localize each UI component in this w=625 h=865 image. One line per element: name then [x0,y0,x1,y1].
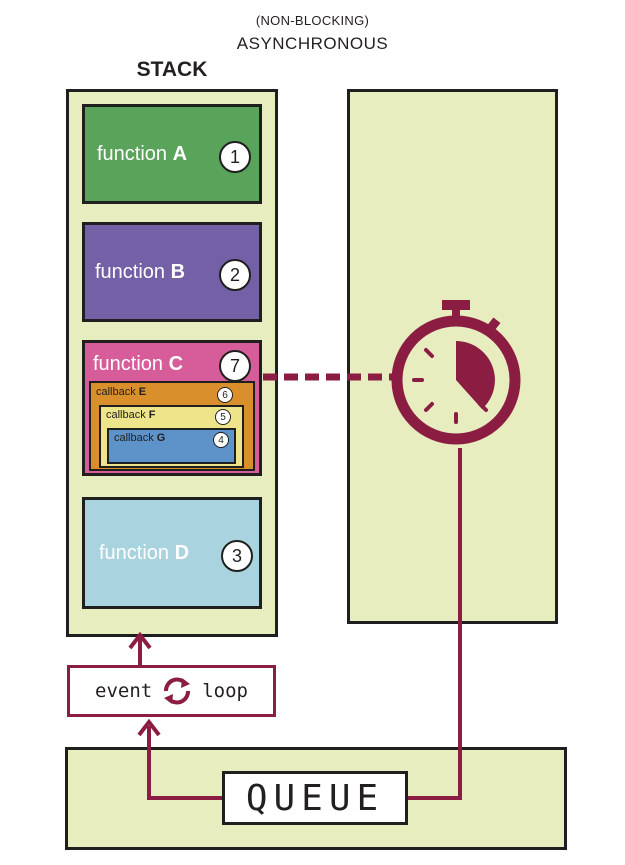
function-d-block: function D 3 [82,497,262,609]
stack-arrowhead [128,631,152,650]
function-a-block: function A 1 [82,104,262,204]
stopwatch-icon [391,300,521,445]
function-d-label: function D [99,542,190,564]
web-api-panel [347,89,558,624]
queue-to-event-loop-line [147,726,222,800]
stack-title: STACK [136,58,208,81]
callback-e-order-badge: 6 [217,387,233,403]
event-loop-word-loop: loop [202,680,248,702]
callback-g-order-badge: 4 [213,432,229,448]
event-loop-box: event loop [67,665,276,717]
function-c-order-badge: 7 [219,350,251,382]
callback-g-label: callback G [114,432,166,444]
refresh-cycle-icon [164,677,191,705]
diagram-subtitle: (NON-BLOCKING) [255,13,370,28]
function-a-order-badge: 1 [219,141,251,173]
function-d-order-badge: 3 [221,540,253,572]
callback-f-label: callback F [106,409,156,421]
callback-f-order-badge: 5 [215,409,231,425]
diagram-title: ASYNCHRONOUS [236,34,389,53]
function-c-label: function C [93,353,184,375]
timer-to-queue-line [408,448,462,800]
function-b-label: function B [95,261,186,283]
function-b-order-badge: 2 [219,259,251,291]
callback-g-block: callback G 4 [107,428,236,464]
function-a-label: function A [97,143,188,165]
event-loop-word-event: event [95,680,153,702]
callback-e-label: callback E [96,386,147,398]
function-b-block: function B 2 [82,222,262,322]
queue-box: QUEUE [222,771,408,825]
event-loop-arrowhead [137,718,161,737]
